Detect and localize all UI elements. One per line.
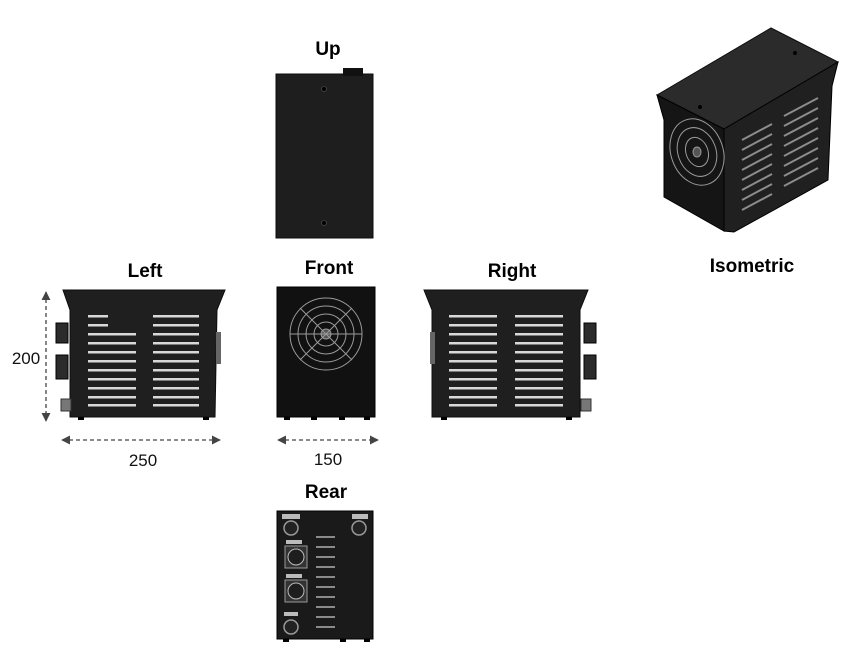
rear-view: [276, 510, 374, 642]
left-view: [55, 289, 226, 420]
view-label-left: Left: [127, 261, 163, 282]
fan-icon: [289, 297, 363, 371]
view-label-front: Front: [304, 258, 354, 279]
view-label-up: Up: [315, 39, 341, 60]
front-view: [276, 286, 376, 420]
right-vent-slots: [449, 315, 563, 407]
dimension-width: 150: [313, 450, 343, 469]
view-label-rear: Rear: [304, 482, 348, 503]
dimension-depth: 250: [128, 451, 158, 470]
view-label-isometric: Isometric: [709, 256, 795, 277]
view-label-right: Right: [487, 261, 537, 282]
isometric-view: [655, 27, 840, 233]
up-view: [275, 68, 374, 239]
right-view: [423, 289, 597, 420]
left-vent-slots: [88, 315, 199, 407]
dimension-height: 200: [11, 349, 41, 368]
iso-fan-icon: [669, 118, 725, 186]
iso-vent-slots: [741, 97, 819, 211]
